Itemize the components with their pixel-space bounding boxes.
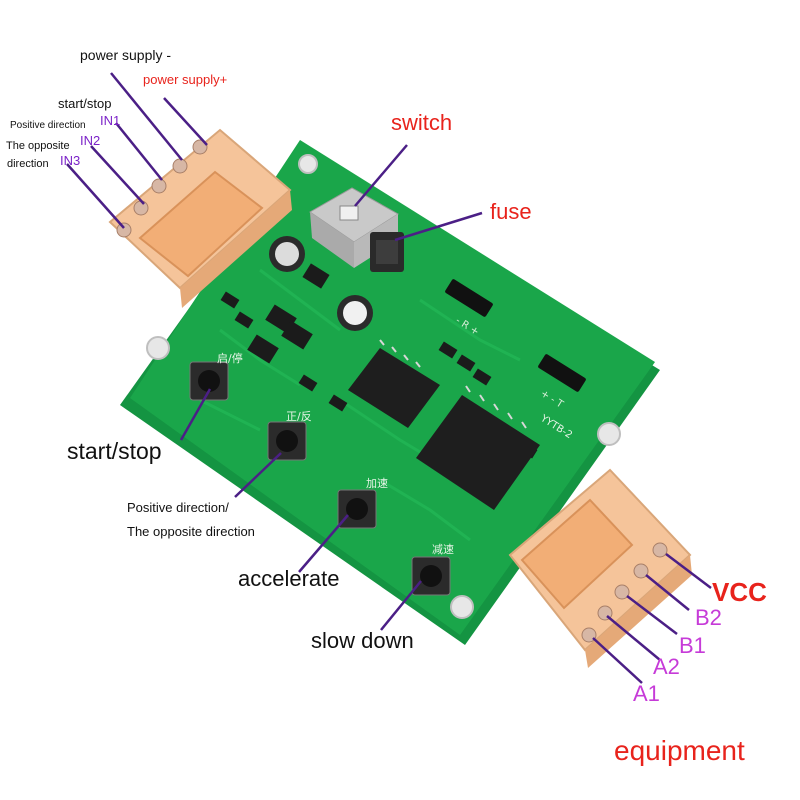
label-power-supply-plus: power supply+ <box>143 72 228 87</box>
label-in3: IN3 <box>60 153 81 168</box>
label-direction-button-line2: The opposite direction <box>127 524 255 539</box>
fuse-component <box>370 232 404 272</box>
left-terminal-block <box>108 128 292 308</box>
label-b1: B1 <box>679 633 706 658</box>
label-opposite-line1: The opposite <box>6 140 70 152</box>
ic-chips <box>348 339 540 510</box>
label-direction-button-line1: Positive direction/ <box>127 500 229 515</box>
pointer-lines <box>66 72 712 684</box>
label-positive-direction-input: Positive direction <box>10 120 86 131</box>
label-slow-down: slow down <box>311 628 414 653</box>
label-start-stop-input: start/stop <box>58 96 112 111</box>
button-direction: 正/反 <box>267 410 312 461</box>
button-start-stop-silkscreen: 启/停 <box>217 351 243 365</box>
button-start-stop: 启/停 <box>189 351 243 401</box>
button-accelerate-silkscreen: 加速 <box>366 477 388 490</box>
button-accelerate: 加速 <box>337 477 388 529</box>
button-direction-silkscreen: 正/反 <box>286 410 312 423</box>
mounting-holes <box>146 154 621 619</box>
label-a2: A2 <box>653 654 680 679</box>
label-opposite-line2: direction <box>7 158 49 170</box>
label-power-supply-minus: power supply - <box>80 47 172 63</box>
label-in1: IN1 <box>100 113 121 128</box>
right-terminal-block <box>508 468 692 668</box>
label-a1: A1 <box>633 681 660 706</box>
label-fuse: fuse <box>490 199 532 224</box>
push-buttons: 启/停 正/反 加速 减速 <box>189 351 454 596</box>
label-switch: switch <box>391 110 453 135</box>
capacitors <box>269 236 373 331</box>
button-slow-down-silkscreen: 减速 <box>432 543 454 556</box>
label-accelerate: accelerate <box>238 566 340 591</box>
label-start-stop-button: start/stop <box>67 438 162 464</box>
label-equipment: equipment <box>614 735 745 766</box>
label-vcc: VCC <box>712 577 767 607</box>
label-in2: IN2 <box>80 133 101 148</box>
label-b2: B2 <box>695 605 722 630</box>
button-slow-down: 减速 <box>411 543 454 596</box>
